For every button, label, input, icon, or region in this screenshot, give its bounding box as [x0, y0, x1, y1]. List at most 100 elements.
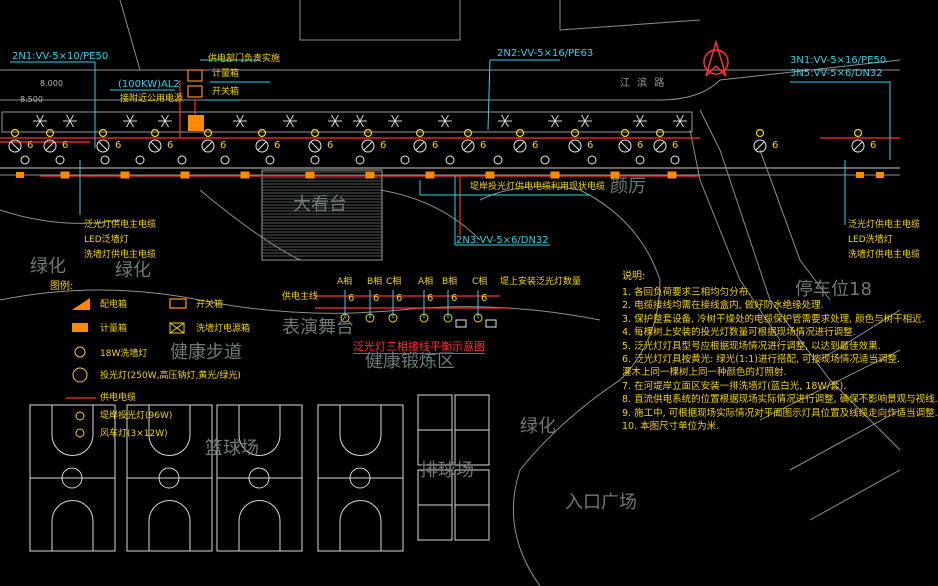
meter-box-icon [187, 69, 203, 82]
yellow-lamp-marker [203, 128, 213, 138]
junction-box [180, 171, 190, 179]
gate-supply-label: 供电部门负责实施 [208, 54, 281, 64]
side-left-line-2: LED泛墙灯 [84, 235, 129, 245]
al2-label: (100KW)AL2 [118, 79, 180, 90]
note-line: 灌木上同一棵树上同一种颜色的灯照射. [622, 367, 787, 379]
floodlight-lamp [308, 139, 322, 153]
note-line: 5. 泛光灯灯具型号应根据现场情况进行调整, 以达到最佳效果. [622, 340, 881, 352]
wall-washer-lamp [400, 155, 410, 165]
side-left-line-3: 洗墙灯供电主电缆 [84, 250, 157, 260]
junction-box [240, 171, 250, 179]
wall-washer-lamp [100, 155, 110, 165]
floodlight-lamp [361, 139, 375, 153]
junction-box [876, 172, 884, 178]
legend-item-wall-washer-box: 洗墙灯电源箱 [196, 324, 251, 334]
meter-box-icon [72, 323, 88, 332]
side-right-line-2: LED洗墙灯 [848, 235, 893, 245]
grandstand-outline [261, 169, 383, 261]
junction-box [60, 171, 70, 179]
cable-label-3n1: 3N1:VV-5×16/PE50 [790, 55, 887, 66]
junction-box [856, 172, 864, 178]
lamp-count: 6 [870, 140, 877, 151]
meter-box-label: 计量箱 [212, 69, 240, 79]
yellow-lamp-marker [463, 128, 473, 138]
floodlight-lamp [8, 139, 22, 153]
junction-box [425, 171, 435, 179]
lamp-count: 6 [480, 140, 487, 151]
legend-item-cable: 供电电缆 [100, 393, 137, 403]
site-plan-graphics: 6 6 6 6 6 6 [0, 0, 901, 586]
yellow-lamp-marker [363, 128, 373, 138]
junction-box [485, 171, 495, 179]
road-name: 江 滨 路 [620, 78, 667, 89]
area-greenery-2: 绿化 [115, 260, 151, 281]
floodlight-lamp [96, 139, 110, 153]
wall-washer-lamp [355, 155, 365, 165]
wall-washer-lamp [493, 155, 503, 165]
palm-trees [1, 111, 693, 133]
floodlight-lamp [255, 139, 269, 153]
switch-box-icon [169, 298, 187, 309]
switch-box-icon [187, 85, 203, 98]
leader-lines [10, 59, 891, 246]
yellow-lamp-marker [150, 128, 160, 138]
near-power-label: 接附近公用电源 [120, 94, 184, 104]
phase-lamp-count: 6 [427, 293, 433, 304]
wall-washer-lamp [445, 155, 455, 165]
north-arrow-icon [703, 39, 729, 77]
phase-c1: C相 [386, 277, 402, 287]
note-line: 7. 在河堤岸立面区安装一排洗墙灯(蓝白光, 18W/套). [622, 380, 847, 392]
area-parking: 停车位18 [795, 279, 872, 300]
lamp-count: 6 [672, 140, 679, 151]
lamp-count: 6 [532, 140, 539, 151]
bank-cable-note: 堤岸投光灯供电电缆利用现状电缆 [470, 182, 606, 192]
phase-a2: A相 [418, 277, 434, 287]
floodlight-lamp [43, 139, 57, 153]
phase-terminal [485, 319, 497, 328]
note-line: 4. 每棵树上安装的投光灯数量可根据现场情况进行调整. [622, 327, 856, 339]
basketball-courts [29, 404, 404, 552]
lamp-count: 6 [432, 140, 439, 151]
legend-item-distribution-box: 配电箱 [100, 300, 128, 310]
planting-strip [1, 111, 693, 133]
phase-lamp-icon [340, 313, 350, 323]
area-volleyball: 排球场 [420, 460, 474, 481]
wall-washer-power-icon [169, 322, 185, 334]
lamp-count: 6 [637, 140, 644, 151]
wall-washer-lamp [20, 155, 30, 165]
notes-title: 说明: [622, 271, 646, 282]
phase-lamp-count: 6 [481, 293, 487, 304]
side-right-line-3: 洗墙灯供电主电缆 [848, 250, 921, 260]
bank-floodlight-icon [75, 411, 85, 421]
phase-lamp-icon [365, 313, 375, 323]
yellow-lamp-marker [10, 128, 20, 138]
yellow-lamp-marker [570, 128, 580, 138]
area-observation: 大看台 [293, 194, 347, 215]
floodlight-lamp [568, 139, 582, 153]
wall-washer-lamp [540, 155, 550, 165]
notes-list: 1. 各回负荷要求三相均匀分布. 2. 电缆接线均需在接线盒内, 做好防水绝缘处… [622, 286, 938, 433]
floodlight-lamp [513, 139, 527, 153]
lamp-count: 6 [115, 140, 122, 151]
note-line: 8. 直流供电系统的位置根据现场实际情况进行调整, 确保不影响景观与视线. [622, 394, 938, 406]
phase-b1: B相 [367, 277, 383, 287]
wall-washer-lamp [670, 155, 680, 165]
yellow-lamp-marker [257, 128, 267, 138]
lamp-count: 6 [274, 140, 281, 151]
phase-a1: A相 [337, 277, 353, 287]
legend-item-bank-floodlight: 堤岸投光灯(96W) [100, 411, 173, 421]
junction-box [120, 171, 130, 179]
distribution-box-icon [188, 115, 204, 131]
junction-box [365, 171, 375, 179]
wall-washer-lamp [220, 155, 230, 165]
lamp-count: 6 [772, 140, 779, 151]
wall-washer-lamp [587, 155, 597, 165]
junction-box [16, 172, 24, 178]
floodlight-icon [72, 367, 88, 383]
junction-box [550, 171, 560, 179]
legend-title: 图例: [50, 281, 74, 292]
lamp-count: 6 [380, 140, 387, 151]
note-line: 2. 电缆接线均需在接线盒内, 做好防水绝缘处理. [622, 300, 824, 312]
windmill-lamp-icon [75, 428, 85, 438]
